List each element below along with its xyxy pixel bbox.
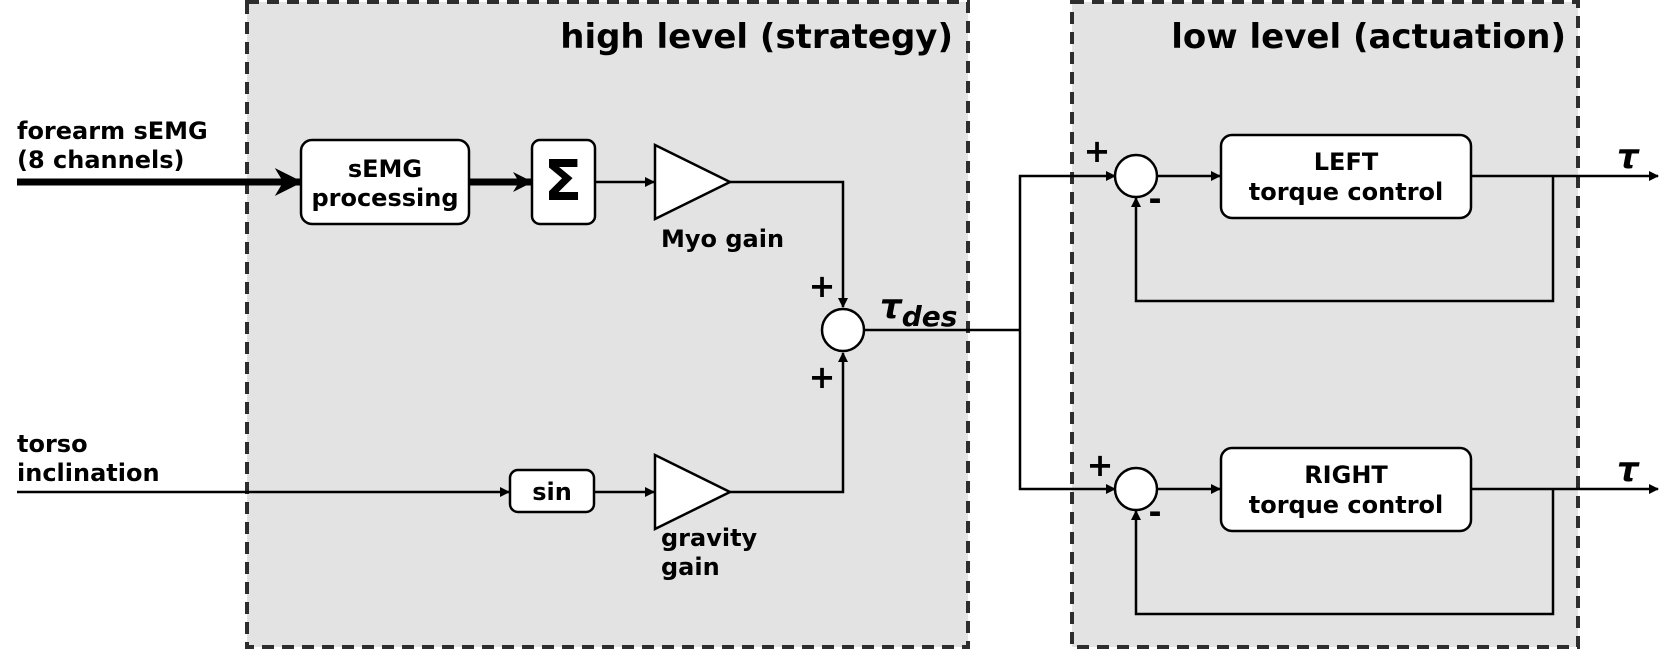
tau-des-to-left-wire bbox=[1018, 171, 1116, 330]
right-tau-output-label: τ bbox=[1617, 450, 1640, 490]
sum-block bbox=[530, 138, 597, 226]
left-torque-control-label-2: torque control bbox=[1249, 178, 1444, 206]
gravity-gain-to-summer-wire bbox=[730, 352, 848, 494]
left-torque-control-label: LEFT bbox=[1314, 148, 1379, 176]
left-tau-output-label: τ bbox=[1617, 137, 1640, 177]
semg-processing-label-2: processing bbox=[311, 184, 458, 212]
myo-gain-to-summer-wire bbox=[730, 180, 848, 308]
right-torque-control-label-2: torque control bbox=[1249, 491, 1444, 519]
torso-input-label-inclination: inclination bbox=[17, 459, 160, 487]
tau-des-symbol: τ bbox=[880, 287, 903, 327]
right-feedback-wire bbox=[1131, 489, 1555, 616]
right-plus-sign: + bbox=[1087, 446, 1114, 484]
gravity-gain-label-2: gain bbox=[661, 553, 720, 581]
right-torque-control-label: RIGHT bbox=[1304, 461, 1388, 489]
right-minus-sign: - bbox=[1148, 493, 1161, 531]
summer-plus-bottom: + bbox=[809, 358, 836, 396]
left-minus-sign: - bbox=[1148, 180, 1161, 218]
low-level-region bbox=[1070, 0, 1580, 649]
sum-symbol: Σ bbox=[544, 149, 582, 214]
high-level-title: high level (strategy) bbox=[560, 17, 953, 57]
left-feedback-wire bbox=[1131, 176, 1555, 303]
gravity-gain-triangle bbox=[653, 452, 733, 532]
left-plus-sign: + bbox=[1084, 132, 1111, 170]
tau-des-subscript: des bbox=[902, 300, 958, 333]
semg-processing-block bbox=[299, 138, 471, 226]
low-level-title: low level (actuation) bbox=[1171, 17, 1566, 57]
semg-processing-label: sEMG bbox=[348, 155, 422, 183]
main-summing-junction bbox=[820, 307, 866, 353]
semg-input-label: forearm sEMG bbox=[17, 117, 208, 145]
tau-des-to-right-wire bbox=[1018, 330, 1116, 494]
myo-gain-triangle bbox=[653, 142, 733, 222]
gravity-gain-label: gravity bbox=[661, 524, 758, 552]
tau-des-label: τdes bbox=[880, 287, 957, 333]
semg-input-label-channels: (8 channels) bbox=[17, 146, 184, 174]
sin-block bbox=[508, 468, 596, 514]
sin-label: sin bbox=[532, 478, 572, 506]
summer-plus-top: + bbox=[809, 267, 836, 305]
myo-gain-label: Myo gain bbox=[661, 225, 784, 253]
torso-input-label: torso bbox=[17, 430, 88, 458]
